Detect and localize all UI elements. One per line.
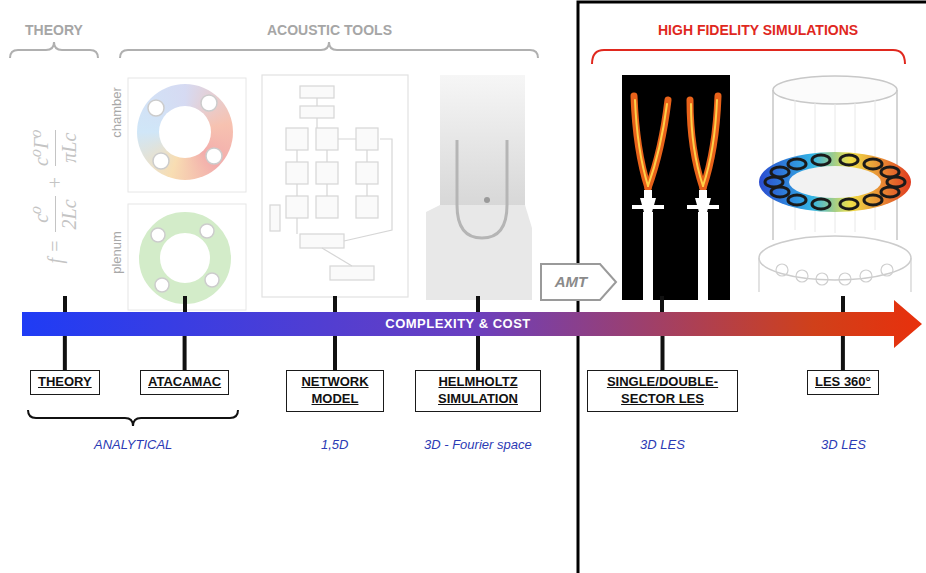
method-box: SINGLE/DOUBLE-SECTOR LES (587, 370, 738, 412)
method-box: THEORY (30, 370, 100, 395)
bracket (592, 50, 905, 64)
box-label: HELMHOLTZ SIMULATION (423, 374, 533, 408)
formula-term: c⁰Γ⁰ (29, 127, 55, 169)
tick (65, 296, 843, 314)
group-heading: ACOUSTIC TOOLS (267, 22, 392, 38)
frame (578, 2, 926, 573)
bar-shape (22, 300, 922, 348)
bracket (10, 42, 98, 58)
formula-fraction: c⁰2Lc (29, 196, 81, 232)
category-label: ANALYTICAL (94, 437, 172, 452)
plenum-annulus (150, 223, 221, 294)
formula-term: f = (44, 239, 67, 263)
formula-fraction: c⁰Γ⁰πLc (29, 127, 81, 169)
method-box: HELMHOLTZ SIMULATION (415, 370, 541, 412)
category-label: 3D LES (640, 437, 685, 452)
les-360-combustor (759, 76, 911, 292)
method-box: NETWORK MODEL (286, 370, 384, 412)
tick-connector (63, 336, 67, 370)
group-heading: HIGH FIDELITY SIMULATIONS (658, 22, 858, 38)
box-label: NETWORK MODEL (294, 374, 376, 408)
formula-term: + (44, 176, 67, 190)
box-label: ATACAMAC (148, 374, 221, 391)
category-label: 3D - Fourier space (424, 437, 532, 452)
method-box: LES 360° (807, 370, 879, 395)
group-heading: THEORY (25, 22, 83, 38)
box-label: LES 360° (815, 374, 871, 391)
amt-arrow: AMT (540, 262, 618, 302)
network-diagram (262, 75, 408, 297)
burner-holes (148, 95, 222, 169)
cost-arrow-bar: COMPLEXITY & COST (22, 300, 922, 348)
les-flames (622, 75, 730, 300)
tick-connector (183, 336, 187, 370)
formula: f = c⁰2Lc + c⁰Γ⁰πLc (25, 85, 85, 305)
plot-frame (128, 204, 246, 310)
formula-term: πLc (55, 130, 81, 166)
burner-holes (151, 224, 219, 292)
brace (28, 410, 238, 426)
formula-term: 2Lc (55, 196, 81, 232)
arrow-label: AMT (544, 262, 598, 302)
tick-connector (841, 336, 845, 370)
category-label: 1,5D (321, 437, 348, 452)
box-label: SINGLE/DOUBLE-SECTOR LES (595, 374, 730, 408)
tick-connector (333, 336, 337, 370)
axis-label: plenum (109, 231, 124, 274)
tick-connector (476, 336, 480, 370)
method-box: ATACAMAC (140, 370, 229, 395)
bar-label: COMPLEXITY & COST (22, 312, 894, 336)
tick-connector (661, 336, 665, 370)
formula-term: c⁰ (29, 203, 55, 226)
axis-label: chamber (109, 87, 124, 138)
box-label: THEORY (38, 374, 92, 391)
category-label: 3D LES (821, 437, 866, 452)
bracket (120, 42, 538, 58)
helmholtz-field (426, 75, 532, 300)
plot-frame (128, 78, 246, 192)
annulus-hole (159, 106, 211, 158)
